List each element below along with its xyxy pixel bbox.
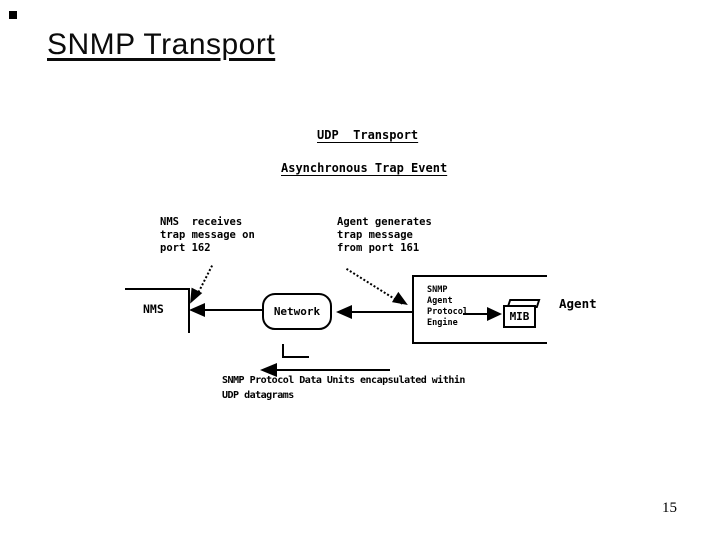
arrow-agent-to-network-head-icon bbox=[336, 305, 352, 319]
mib-node: MIB bbox=[503, 305, 536, 328]
caption-arrow-head-icon bbox=[260, 363, 277, 377]
note-agent-generates: Agent generates trap message from port 1… bbox=[337, 216, 432, 254]
page-number: 15 bbox=[662, 500, 677, 516]
caption-line2: UDP datagrams bbox=[222, 390, 294, 401]
nms-box-top-edge bbox=[125, 288, 190, 290]
arrow-network-to-nms-line bbox=[198, 309, 263, 311]
dotted-arrowhead-to-agent-icon bbox=[391, 291, 412, 311]
diagram-heading-udp-transport: UDP Transport bbox=[317, 128, 419, 142]
arrow-agent-to-network-line bbox=[345, 311, 412, 313]
elbow-connector-horizontal bbox=[282, 356, 309, 358]
agent-node-label: Agent bbox=[559, 296, 597, 311]
caption-line1: SNMP Protocol Data Units encapsulated wi… bbox=[222, 375, 465, 386]
nms-node-label: NMS bbox=[143, 302, 164, 316]
network-node-label: Network bbox=[273, 305, 321, 318]
diagram-heading-async-trap-event: Asynchronous Trap Event bbox=[281, 161, 448, 175]
arrow-network-to-nms-head-icon bbox=[189, 303, 205, 317]
corner-mark bbox=[9, 11, 17, 19]
caption-arrow-line bbox=[266, 369, 390, 371]
snmp-agent-protocol-engine-label: SNMP Agent Protocol Engine bbox=[427, 285, 468, 328]
network-node: Network bbox=[262, 293, 332, 330]
slide-title: SNMP Transport bbox=[47, 28, 276, 61]
arrow-engine-to-mib-line bbox=[463, 313, 491, 315]
arrow-engine-to-mib-head-icon bbox=[487, 307, 502, 321]
elbow-connector-vertical bbox=[282, 344, 284, 358]
mib-node-label: MIB bbox=[509, 310, 530, 323]
note-nms-receives: NMS receives trap message on port 162 bbox=[160, 216, 255, 254]
agent-container-box bbox=[412, 275, 547, 344]
